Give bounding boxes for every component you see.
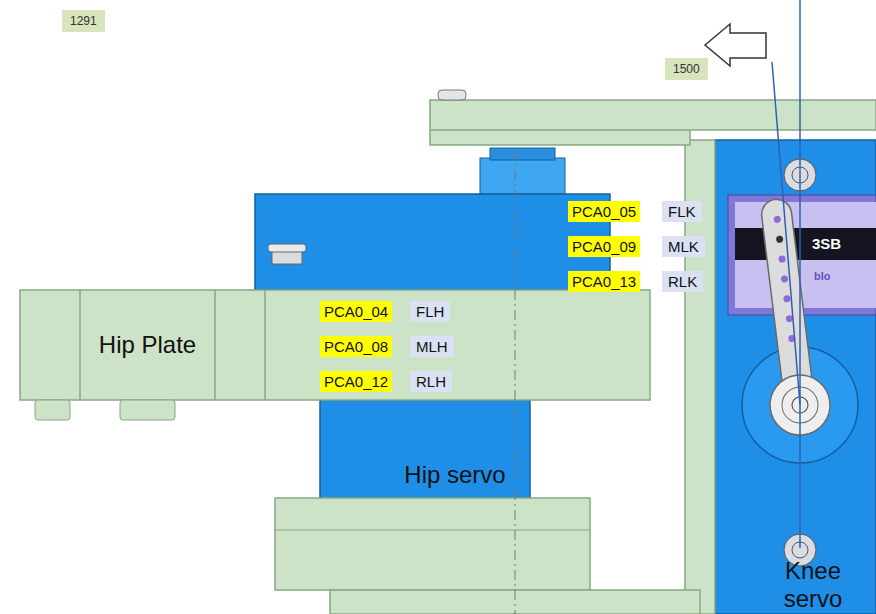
- angle-line: [772, 62, 800, 405]
- part-region: Knee servo: [756, 556, 870, 614]
- signal-label: RLK: [662, 271, 703, 292]
- screw: [268, 244, 306, 252]
- knee-servo-body: [715, 140, 876, 614]
- hip-servo-body: [320, 400, 530, 500]
- signal-label: MLH: [410, 336, 454, 357]
- signal-label: FLK: [662, 201, 702, 222]
- signal-label: PCA0_08: [320, 336, 392, 357]
- part-region: Hip Plate: [82, 292, 213, 398]
- plate-tab: [35, 400, 70, 420]
- top-bracket: [430, 100, 876, 145]
- signal-label: PCA0_04: [320, 301, 392, 322]
- servo-sticker: [735, 202, 876, 308]
- signal-label: MLK: [662, 236, 705, 257]
- servo-spline: [480, 158, 565, 194]
- servo-spline: [490, 148, 555, 160]
- lower-bracket: [275, 498, 590, 590]
- sticker-text: 3SB: [810, 235, 843, 252]
- part-name: Hip Plate: [99, 331, 196, 359]
- signal-label: FLH: [410, 301, 450, 322]
- value-tag: 1500: [665, 58, 708, 80]
- servo-horn: [745, 196, 833, 439]
- part-region: Hip servo: [380, 455, 530, 495]
- value-tag: 1291: [62, 10, 105, 32]
- screw: [438, 90, 466, 100]
- reference-line: [799, 0, 801, 548]
- part-name: Hip servo: [404, 461, 505, 489]
- part-name: Knee servo: [756, 557, 870, 612]
- sticker-text: blo: [812, 270, 833, 283]
- center-line: [515, 150, 516, 614]
- servo-sticker: [735, 228, 876, 260]
- signal-label: PCA0_05: [568, 201, 640, 222]
- hip-servo-body: [255, 194, 610, 290]
- signal-label: PCA0_12: [320, 371, 392, 392]
- hip-plate-bar: [20, 290, 650, 400]
- signal-label: RLH: [410, 371, 452, 392]
- plate-tab: [120, 400, 175, 420]
- signal-label: PCA0_09: [568, 236, 640, 257]
- signal-label: PCA0_13: [568, 271, 640, 292]
- direction-arrow: [705, 24, 766, 66]
